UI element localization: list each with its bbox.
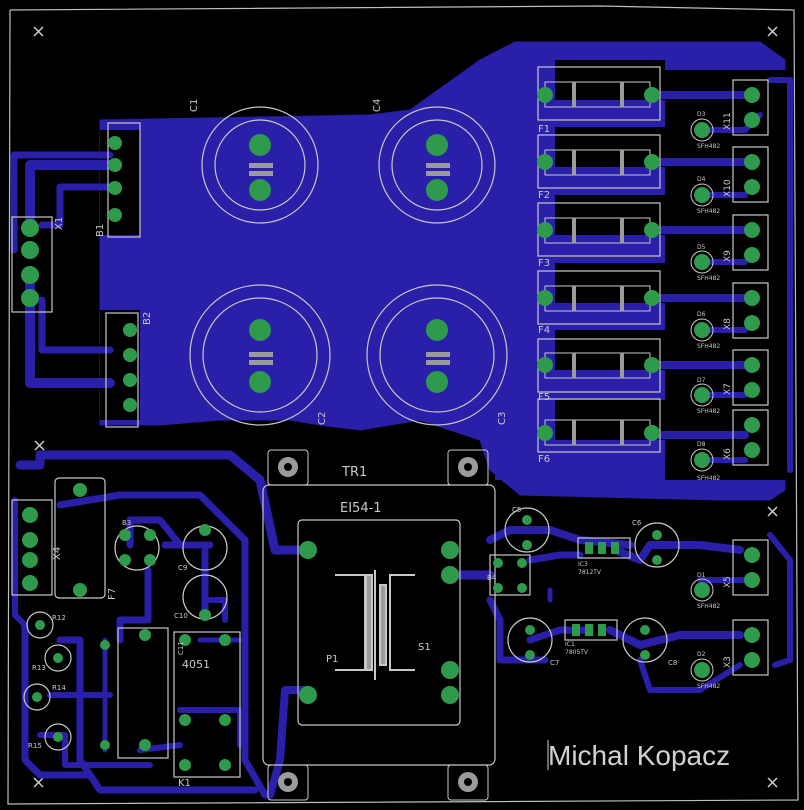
cap-c2-outline xyxy=(189,284,331,426)
label-f5: F5 xyxy=(538,392,550,403)
transformer-symbol xyxy=(335,570,415,680)
label-ei54: EI54-1 xyxy=(340,501,382,516)
label-7805: 7805TV xyxy=(565,649,589,656)
led-labels: D3 D4 D5 D6 D7 D8 D1 D2 SFH482 SFH482 SF… xyxy=(697,111,720,690)
terminal-labels: X11 X10 X9 X8 X7 X6 X5 X3 xyxy=(723,112,733,668)
label-c1: C1 xyxy=(189,99,200,112)
label-sfh-7: SFH482 xyxy=(697,603,720,610)
author-signature: Michal Kopacz xyxy=(548,740,730,771)
label-tr1: TR1 xyxy=(341,465,367,480)
label-s1: S1 xyxy=(418,642,431,653)
transformer-outline xyxy=(262,484,496,766)
label-d4: D4 xyxy=(697,176,706,183)
label-sfh-4: SFH482 xyxy=(697,343,720,350)
label-b4: B4 xyxy=(487,574,497,582)
label-r13: R13 xyxy=(32,664,46,672)
cap-polarity xyxy=(249,163,450,365)
board-outline xyxy=(7,5,799,805)
label-x11: X11 xyxy=(723,112,733,130)
label-b1: B1 xyxy=(95,224,106,237)
label-d6: D6 xyxy=(697,311,706,318)
label-sfh-5: SFH482 xyxy=(697,408,720,415)
transformer-mounts xyxy=(267,449,489,801)
label-x7: X7 xyxy=(723,383,733,395)
label-x9: X9 xyxy=(723,250,733,262)
label-d8: D8 xyxy=(697,441,706,448)
silk-labels: C1 C4 C2 C3 B1 B2 X1 F1 F2 F3 F4 F5 F6 T… xyxy=(28,99,677,789)
label-d1: D1 xyxy=(697,572,706,579)
label-sfh-6: SFH482 xyxy=(697,475,720,482)
label-b2: B2 xyxy=(142,312,153,325)
label-r15: R15 xyxy=(28,742,42,750)
label-k1: K1 xyxy=(178,778,191,789)
cap-c3-outline xyxy=(366,284,508,426)
label-f7: F7 xyxy=(107,588,118,600)
cap-c4-outline xyxy=(378,106,496,224)
label-c7: C7 xyxy=(550,659,559,667)
label-sfh-8: SFH482 xyxy=(697,683,720,690)
label-c8: C8 xyxy=(668,659,677,667)
label-4051: 4051 xyxy=(182,658,210,671)
label-sfh-2: SFH482 xyxy=(697,208,720,215)
label-d2: D2 xyxy=(697,651,706,658)
label-r12: R12 xyxy=(52,614,66,622)
label-f3: F3 xyxy=(538,258,550,269)
label-f4: F4 xyxy=(538,325,550,336)
label-f6: F6 xyxy=(538,454,550,465)
label-c10: C10 xyxy=(174,612,188,620)
label-x5: X5 xyxy=(723,576,733,588)
label-7812: 7812TV xyxy=(578,569,602,576)
label-r14: R14 xyxy=(52,684,66,692)
label-x3: X3 xyxy=(723,656,733,668)
label-sfh-1: SFH482 xyxy=(697,143,720,150)
label-x6: X6 xyxy=(723,448,733,460)
label-c3: C3 xyxy=(497,412,508,425)
corner-marks xyxy=(33,26,778,788)
label-c6: C6 xyxy=(632,519,642,527)
label-p1: P1 xyxy=(326,654,338,665)
label-f2: F2 xyxy=(538,190,550,201)
label-c5: C5 xyxy=(512,506,521,514)
pads xyxy=(21,87,760,771)
label-x8: X8 xyxy=(723,318,733,330)
label-c9: C9 xyxy=(178,564,187,572)
led-outlines xyxy=(690,118,714,682)
copper-plane-fill xyxy=(100,60,555,480)
label-c2: C2 xyxy=(317,412,328,425)
label-d3: D3 xyxy=(697,111,706,118)
label-x4: X4 xyxy=(52,547,63,560)
label-f1: F1 xyxy=(538,124,550,135)
label-b3: B3 xyxy=(122,519,131,527)
label-c4: C4 xyxy=(372,99,383,112)
label-sfh-3: SFH482 xyxy=(697,275,720,282)
cap-c1-outline xyxy=(201,106,319,224)
label-ic3: IC3 xyxy=(578,561,588,568)
label-x10: X10 xyxy=(723,179,733,197)
label-d7: D7 xyxy=(697,377,706,384)
label-ic1: IC1 xyxy=(565,641,575,648)
label-x1: X1 xyxy=(54,217,65,230)
label-d5: D5 xyxy=(697,244,706,251)
label-c11: C11 xyxy=(177,641,185,655)
silkscreen xyxy=(11,66,769,778)
